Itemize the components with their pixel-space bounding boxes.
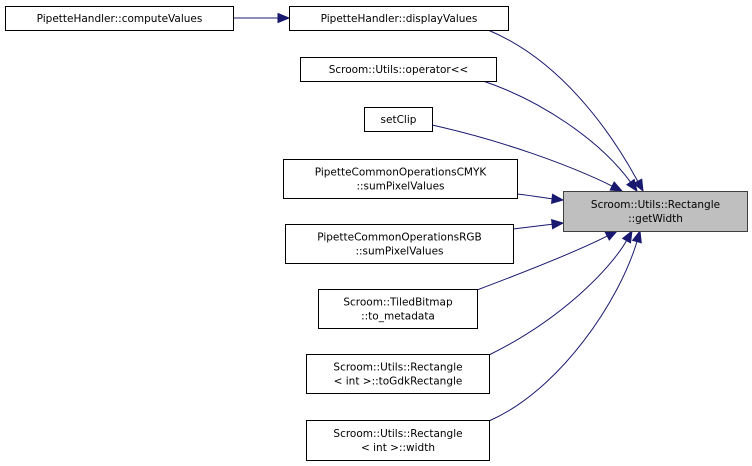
node-box bbox=[318, 289, 478, 329]
edge-cmykSum-to-getWidth bbox=[516, 193, 565, 204]
caller-node-rgbSum[interactable]: PipetteCommonOperationsRGB::sumPixelValu… bbox=[285, 224, 514, 264]
node-label: PipetteHandler::displayValues bbox=[321, 13, 478, 25]
focus-node-getWidth[interactable]: Scroom::Utils::Rectangle::getWidth bbox=[563, 191, 748, 232]
caller-node-operatorLL[interactable]: Scroom::Utils::operator<< bbox=[300, 57, 497, 82]
edge-line bbox=[482, 80, 632, 184]
node-label: ::getWidth bbox=[628, 213, 683, 225]
edge-line bbox=[476, 235, 609, 291]
node-label: < int >::toGdkRectangle bbox=[334, 376, 463, 388]
node-label: PipetteCommonOperationsCMYK bbox=[315, 167, 488, 179]
caller-node-computeValues[interactable]: PipetteHandler::computeValues bbox=[5, 6, 234, 31]
node-label: PipetteCommonOperationsRGB bbox=[317, 232, 482, 244]
arrowhead-icon bbox=[550, 219, 565, 230]
node-label: Scroom::Utils::Rectangle bbox=[591, 199, 720, 211]
caller-node-toGdkRect[interactable]: Scroom::Utils::Rectangle< int >::toGdkRe… bbox=[306, 354, 490, 394]
arrowhead-icon bbox=[550, 193, 565, 204]
node-box bbox=[563, 191, 748, 232]
edge-line bbox=[488, 239, 628, 356]
node-label: ::to_metadata bbox=[361, 311, 435, 323]
caller-node-cmykSum[interactable]: PipetteCommonOperationsCMYK::sumPixelVal… bbox=[283, 159, 518, 199]
node-label: Scroom::TiledBitmap bbox=[343, 297, 453, 309]
edge-setClip-to-getWidth bbox=[431, 124, 624, 192]
caller-node-toMetadata[interactable]: Scroom::TiledBitmap::to_metadata bbox=[318, 289, 478, 329]
node-label: Scroom::Utils::Rectangle bbox=[333, 362, 462, 374]
arrowhead-icon bbox=[626, 178, 638, 193]
node-box bbox=[285, 224, 514, 264]
arrowhead-icon bbox=[632, 178, 644, 193]
node-box bbox=[306, 420, 490, 461]
arrowhead-icon bbox=[604, 230, 619, 241]
node-label: Scroom::Utils::Rectangle bbox=[333, 428, 462, 440]
edge-line bbox=[516, 193, 554, 200]
edge-rgbSum-to-getWidth bbox=[512, 219, 565, 230]
node-box bbox=[300, 57, 497, 82]
node-box bbox=[283, 159, 518, 199]
caller-node-setClip[interactable]: setClip bbox=[364, 107, 433, 132]
node-label: setClip bbox=[381, 114, 417, 126]
node-box bbox=[5, 6, 234, 31]
arrowhead-icon bbox=[631, 229, 642, 244]
node-label: < int >::width bbox=[361, 442, 435, 454]
edge-line bbox=[487, 29, 639, 183]
caller-node-displayValues[interactable]: PipetteHandler::displayValues bbox=[289, 6, 509, 31]
arrowhead-icon bbox=[621, 229, 633, 244]
edges-layer bbox=[233, 12, 644, 422]
node-label: PipetteHandler::computeValues bbox=[37, 13, 203, 25]
edge-line bbox=[512, 223, 554, 230]
node-box bbox=[289, 6, 509, 31]
node-label: ::sumPixelValues bbox=[356, 181, 444, 193]
edge-line bbox=[431, 124, 614, 187]
edge-displayValues-to-getWidth bbox=[487, 29, 644, 193]
node-box bbox=[306, 354, 490, 394]
nodes-layer: PipetteHandler::computeValues PipetteHand… bbox=[5, 6, 748, 461]
edge-toGdkRect-to-getWidth bbox=[488, 229, 633, 356]
edge-operatorLL-to-getWidth bbox=[482, 80, 638, 193]
edge-computeValues-to-displayValues bbox=[233, 12, 291, 24]
edge-rectWidth-to-getWidth bbox=[488, 229, 642, 422]
arrowhead-icon bbox=[609, 181, 624, 192]
node-box bbox=[364, 107, 433, 132]
node-label: ::sumPixelValues bbox=[355, 246, 443, 258]
node-label: Scroom::Utils::operator<< bbox=[329, 64, 469, 76]
arrowhead-icon bbox=[277, 12, 291, 24]
caller-node-rectWidth[interactable]: Scroom::Utils::Rectangle< int >::width bbox=[306, 420, 490, 461]
edge-line bbox=[488, 240, 638, 422]
